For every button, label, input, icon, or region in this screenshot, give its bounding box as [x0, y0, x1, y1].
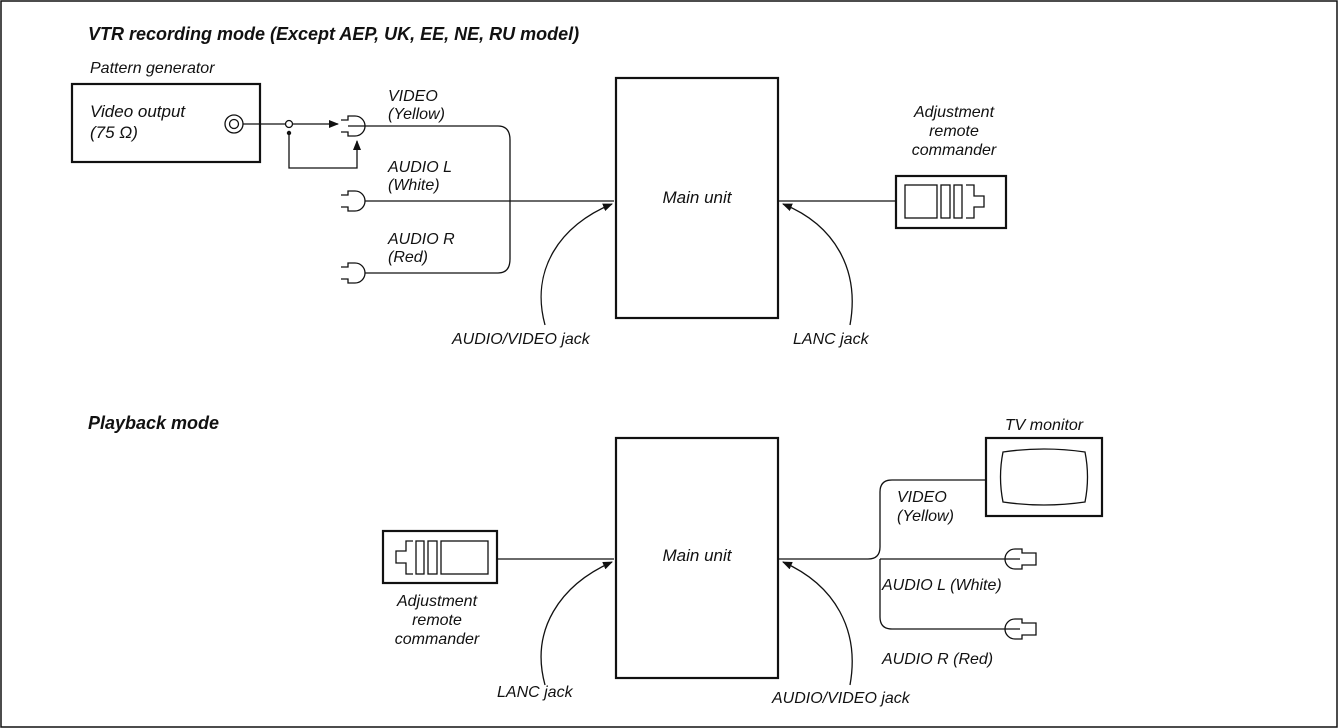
main-unit-box-playback — [614, 436, 780, 680]
audio-r-plug-color: (Red) — [388, 249, 428, 266]
video-plug-label: VIDEO — [388, 88, 438, 105]
audio-r-plug-icon — [341, 262, 366, 284]
av-jack-label: AUDIO/VIDEO jack — [451, 331, 591, 348]
lanc-jack-label: LANC jack — [793, 331, 870, 348]
video-cable — [365, 125, 511, 202]
remote-commander-icon — [894, 174, 1008, 230]
remote-label-line1: Adjustment — [913, 104, 995, 121]
splitter-node-icon — [284, 119, 294, 129]
video-output-impedance: (75 Ω) — [90, 123, 138, 142]
video-output-label: Video output — [90, 102, 186, 121]
remote-label-line1-playback: Adjustment — [396, 593, 478, 610]
audio-l-plug-icon-playback — [1004, 548, 1037, 570]
audio-r-plug-label-playback: AUDIO R (Red) — [881, 651, 993, 668]
video-plug-icon — [341, 115, 366, 137]
remote-label-line3: commander — [912, 142, 997, 159]
main-unit-label-playback: Main unit — [663, 546, 733, 565]
video-output-jack-icon — [224, 114, 244, 134]
main-unit-label: Main unit — [663, 188, 733, 207]
remote-label-line2-playback: remote — [412, 612, 462, 629]
audio-l-plug-icon — [341, 190, 366, 212]
lanc-jack-pointer-playback — [540, 561, 613, 686]
audio-r-cable — [365, 202, 511, 274]
av-jack-pointer — [540, 203, 613, 326]
playback-heading: Playback mode — [88, 413, 219, 433]
remote-label-line2: remote — [929, 123, 979, 140]
lanc-jack-label-playback: LANC jack — [497, 684, 574, 701]
audio-l-plug-label: AUDIO L — [387, 159, 452, 176]
tv-monitor-label: TV monitor — [1005, 417, 1084, 434]
audio-r-cable-playback — [879, 559, 1020, 630]
vtr-recording-heading: VTR recording mode (Except AEP, UK, EE, … — [88, 24, 579, 44]
audio-l-plug-label-playback: AUDIO L (White) — [881, 577, 1002, 594]
audio-l-plug-color: (White) — [388, 177, 440, 194]
video-plug-color: (Yellow) — [388, 106, 445, 123]
video-plug-label-playback: VIDEO — [897, 489, 947, 506]
lanc-jack-pointer — [782, 203, 853, 326]
av-jack-label-playback: AUDIO/VIDEO jack — [771, 690, 911, 707]
audio-r-plug-label: AUDIO R — [387, 231, 455, 248]
tv-monitor-icon — [984, 436, 1104, 518]
pattern-generator-title: Pattern generator — [90, 60, 215, 77]
audio-r-plug-icon-playback — [1004, 618, 1037, 640]
video-plug-color-playback: (Yellow) — [897, 508, 954, 525]
remote-commander-icon-playback — [381, 529, 499, 585]
main-unit-box — [614, 76, 780, 320]
av-jack-pointer-playback — [782, 561, 853, 686]
remote-label-line3-playback: commander — [395, 631, 480, 648]
video-cable-playback — [778, 479, 986, 560]
